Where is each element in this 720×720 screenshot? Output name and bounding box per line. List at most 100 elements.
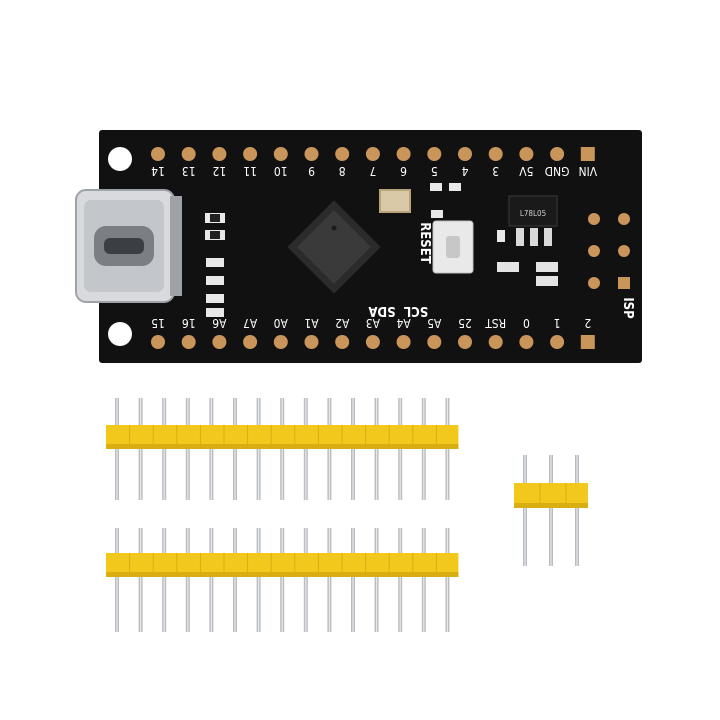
bottom-pin-label: 1 xyxy=(554,316,561,330)
top-pin-label: 5V xyxy=(519,164,534,178)
bottom-pin-label: A5 xyxy=(427,316,441,330)
bottom-pin-label: A4 xyxy=(396,316,410,330)
pin-highlight xyxy=(281,528,283,632)
top-pin-label: 6 xyxy=(400,164,407,178)
pin-highlight xyxy=(399,528,401,632)
bottom-pin-label: 15 xyxy=(151,316,165,330)
top-pin-label: 12 xyxy=(213,164,227,178)
bottom-pad xyxy=(273,335,288,349)
pin-highlight xyxy=(524,455,526,566)
bottom-pad xyxy=(488,335,503,349)
top-pad xyxy=(243,147,258,161)
top-pin-label: 10 xyxy=(274,164,288,178)
header-body-shade xyxy=(106,444,459,449)
pin-highlight xyxy=(187,528,189,632)
pin-header-3 xyxy=(514,455,588,566)
mcu-chip xyxy=(287,200,381,294)
pin-highlight xyxy=(328,528,330,632)
bottom-pin-label: A0 xyxy=(274,316,288,330)
mount-hole-top xyxy=(108,147,132,171)
pin-highlight xyxy=(140,528,142,632)
bottom-pad xyxy=(335,335,350,349)
bottom-pad xyxy=(427,335,442,349)
pin-header-15-b xyxy=(106,528,459,632)
pin-highlight xyxy=(376,528,378,632)
bottom-pin-label: 0 xyxy=(523,316,530,330)
top-pad xyxy=(550,147,565,161)
bottom-pad xyxy=(243,335,258,349)
bottom-pin-label: 2 xyxy=(584,316,591,330)
bottom-pad xyxy=(396,335,411,349)
bottom-pad xyxy=(580,335,595,349)
header-body-shade xyxy=(514,503,588,508)
top-pad xyxy=(458,147,472,161)
top-pin-label: VIN xyxy=(578,164,597,178)
top-pad xyxy=(212,147,227,161)
pin-highlight xyxy=(550,455,552,566)
top-pin-label: 9 xyxy=(308,164,315,178)
bottom-pad xyxy=(550,335,565,349)
pin-highlight xyxy=(258,528,260,632)
top-pin-label: 5 xyxy=(431,164,438,178)
top-pad xyxy=(427,147,442,161)
bottom-pad xyxy=(365,335,380,349)
isp-pads xyxy=(588,213,630,289)
pin-highlight xyxy=(446,528,448,632)
top-pin-label: 8 xyxy=(339,164,346,178)
voltage-regulator: L78L05 xyxy=(508,195,558,246)
top-pad xyxy=(519,147,534,161)
top-pad xyxy=(365,147,380,161)
top-pad xyxy=(304,147,319,161)
bottom-pin-label: A6 xyxy=(212,316,226,330)
regulator-marking: L78L05 xyxy=(520,209,546,218)
bottom-pad xyxy=(151,335,165,349)
top-pin-label: 7 xyxy=(369,164,376,178)
bottom-pin-label: A3 xyxy=(366,316,380,330)
pin-highlight xyxy=(116,528,118,632)
top-pad xyxy=(396,147,411,161)
top-pin-label: 13 xyxy=(182,164,196,178)
pin-highlight xyxy=(163,528,165,632)
pin-highlight xyxy=(352,528,354,632)
pin-highlight xyxy=(305,528,307,632)
pin-header-15-a xyxy=(106,398,459,500)
bottom-pin-label: 16 xyxy=(182,316,196,330)
header-body-shade xyxy=(106,572,459,577)
crystal xyxy=(379,189,411,213)
passive-components xyxy=(205,183,505,317)
bottom-pad xyxy=(181,335,196,349)
reset-button-component xyxy=(432,220,474,274)
bottom-pad xyxy=(519,335,534,349)
reset-label: RESET xyxy=(417,222,432,263)
mount-hole-bottom xyxy=(108,322,132,346)
pin-highlight xyxy=(234,528,236,632)
top-pad xyxy=(488,147,503,161)
top-pin-label: 11 xyxy=(243,164,257,178)
top-pin-labels: 14 13 12 11 10 9 8 7 6 5 4 3 5V GND VIN xyxy=(151,164,597,178)
bottom-pin-label: A7 xyxy=(243,316,257,330)
top-pin-label: 14 xyxy=(151,164,165,178)
top-pad xyxy=(580,147,595,161)
sda-label: SDA xyxy=(368,303,395,318)
pin-highlight xyxy=(210,528,212,632)
isp-label: ISP xyxy=(620,297,635,319)
pin-highlight xyxy=(423,528,425,632)
scl-label: SCL xyxy=(403,303,428,318)
top-pin-label: 3 xyxy=(492,164,499,178)
top-pin-label: GND xyxy=(545,164,570,178)
top-pin-pads xyxy=(151,147,595,161)
bottom-pin-pads xyxy=(151,335,595,349)
leds xyxy=(497,262,558,286)
bottom-pin-label: 25 xyxy=(458,316,472,330)
usb-c-connector xyxy=(75,189,182,303)
bottom-pad xyxy=(304,335,319,349)
top-pad xyxy=(181,147,196,161)
bottom-pad xyxy=(458,335,472,349)
bottom-pin-label: A2 xyxy=(335,316,349,330)
bottom-pin-label: RST xyxy=(485,316,506,330)
bottom-pad xyxy=(212,335,227,349)
top-pin-label: 4 xyxy=(461,164,468,178)
